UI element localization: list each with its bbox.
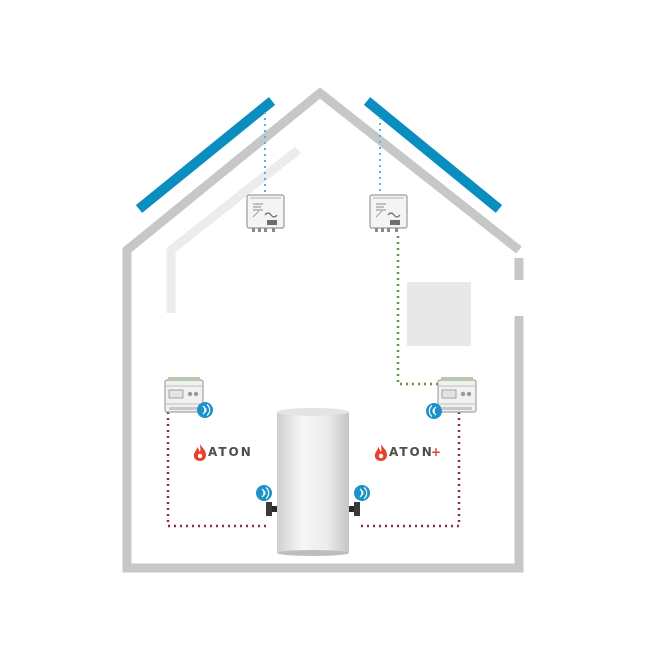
flame-icon	[374, 444, 387, 461]
water-heater-icon	[277, 408, 349, 556]
wifi-icon	[197, 402, 213, 418]
wifi-icon	[426, 403, 442, 419]
window	[407, 282, 471, 346]
wifi-icon	[256, 485, 272, 501]
inverter-icon	[246, 194, 285, 232]
control-link-right	[358, 412, 461, 528]
controller-icon	[437, 377, 477, 413]
brand-aton-plus: ATON +	[374, 444, 441, 461]
brand-name-left: ATON	[208, 445, 253, 459]
wall-opening	[510, 280, 530, 316]
heater-connector-left	[266, 502, 277, 516]
controller-icon	[164, 377, 204, 413]
solar-panel-icon	[135, 97, 276, 213]
house-outline	[122, 87, 524, 573]
heater-connector-right	[349, 502, 360, 516]
solar-panel-icon	[363, 97, 503, 213]
brand-aton: ATON	[193, 444, 253, 461]
ac-link	[396, 236, 438, 386]
inverter-icon	[369, 194, 408, 232]
control-link-left	[166, 412, 268, 528]
flame-icon	[193, 444, 206, 461]
brand-suffix-right: +	[431, 445, 441, 459]
wifi-icon	[354, 485, 370, 501]
brand-name-right: ATON	[389, 445, 434, 459]
